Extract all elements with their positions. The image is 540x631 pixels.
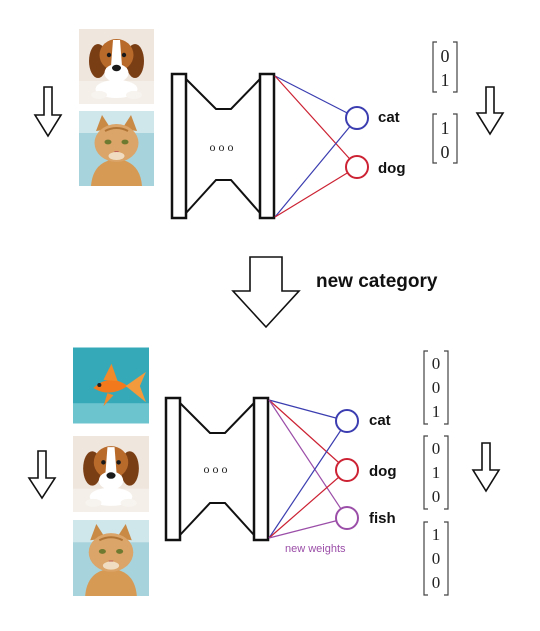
hidden-layers-shape — [179, 402, 255, 536]
new-category-label: new category — [316, 271, 438, 292]
connection-line — [274, 75, 358, 168]
one-hot-vector-2: 1 0 0 — [423, 521, 449, 596]
hidden-layers-shape — [185, 78, 261, 214]
one-hot-vector-0: 0 1 — [432, 41, 458, 93]
hidden-layer-dots: ooo — [204, 462, 231, 476]
vector-value: 1 — [441, 70, 450, 90]
output-node-dog — [345, 155, 369, 179]
vector-value: 1 — [432, 525, 441, 544]
connection-line — [274, 75, 358, 119]
top-network: ooo cat dog 0 1 1 0 — [33, 29, 505, 220]
connection-line — [274, 166, 358, 218]
connection-line — [268, 399, 348, 519]
output-node-cat — [335, 409, 359, 433]
vector-value: 1 — [441, 118, 450, 138]
down-arrow-icon — [475, 86, 505, 136]
down-arrow-icon — [33, 86, 63, 138]
output-layer — [252, 396, 270, 542]
connection-line — [268, 420, 348, 539]
input-image-fish — [73, 347, 149, 424]
class-label-fish: fish — [369, 510, 396, 527]
class-label-dog: dog — [369, 463, 397, 480]
connection-line — [268, 469, 348, 539]
vector-value: 0 — [432, 439, 441, 458]
vector-value: 0 — [432, 487, 441, 506]
one-hot-vector-0: 0 0 1 — [423, 350, 449, 425]
input-image-dog — [79, 29, 154, 104]
vector-value: 0 — [432, 573, 441, 592]
input-image-dog — [73, 436, 149, 512]
input-layer — [170, 72, 188, 220]
vector-value: 0 — [432, 354, 441, 373]
input-layer — [164, 396, 182, 542]
vector-value: 0 — [441, 46, 450, 66]
bottom-network: ooo cat dog fish new weights 0 0 1 0 1 0 — [27, 347, 501, 596]
new-weights-label: new weights — [285, 543, 346, 555]
output-layer — [258, 72, 276, 220]
one-hot-vector-1: 1 0 — [432, 113, 458, 164]
transition: new category — [231, 256, 438, 329]
down-arrow-icon — [471, 442, 501, 493]
connection-line — [268, 517, 348, 539]
output-node-cat — [345, 106, 369, 130]
connection-line — [268, 399, 348, 471]
down-arrow-icon — [27, 450, 57, 500]
class-label-dog: dog — [378, 160, 406, 177]
connection-line — [268, 399, 348, 422]
vector-value: 0 — [432, 378, 441, 397]
class-label-cat: cat — [369, 412, 391, 429]
input-image-cat — [73, 520, 149, 596]
one-hot-vector-1: 0 1 0 — [423, 435, 449, 510]
vector-value: 0 — [441, 142, 450, 162]
input-image-cat — [79, 111, 154, 186]
output-node-fish — [335, 506, 359, 530]
vector-value: 1 — [432, 402, 441, 421]
vector-value: 1 — [432, 463, 441, 482]
output-node-dog — [335, 458, 359, 482]
connection-line — [274, 117, 358, 218]
vector-value: 0 — [432, 549, 441, 568]
class-label-cat: cat — [378, 109, 400, 126]
big-down-arrow-icon — [231, 256, 301, 329]
hidden-layer-dots: ooo — [210, 140, 237, 154]
